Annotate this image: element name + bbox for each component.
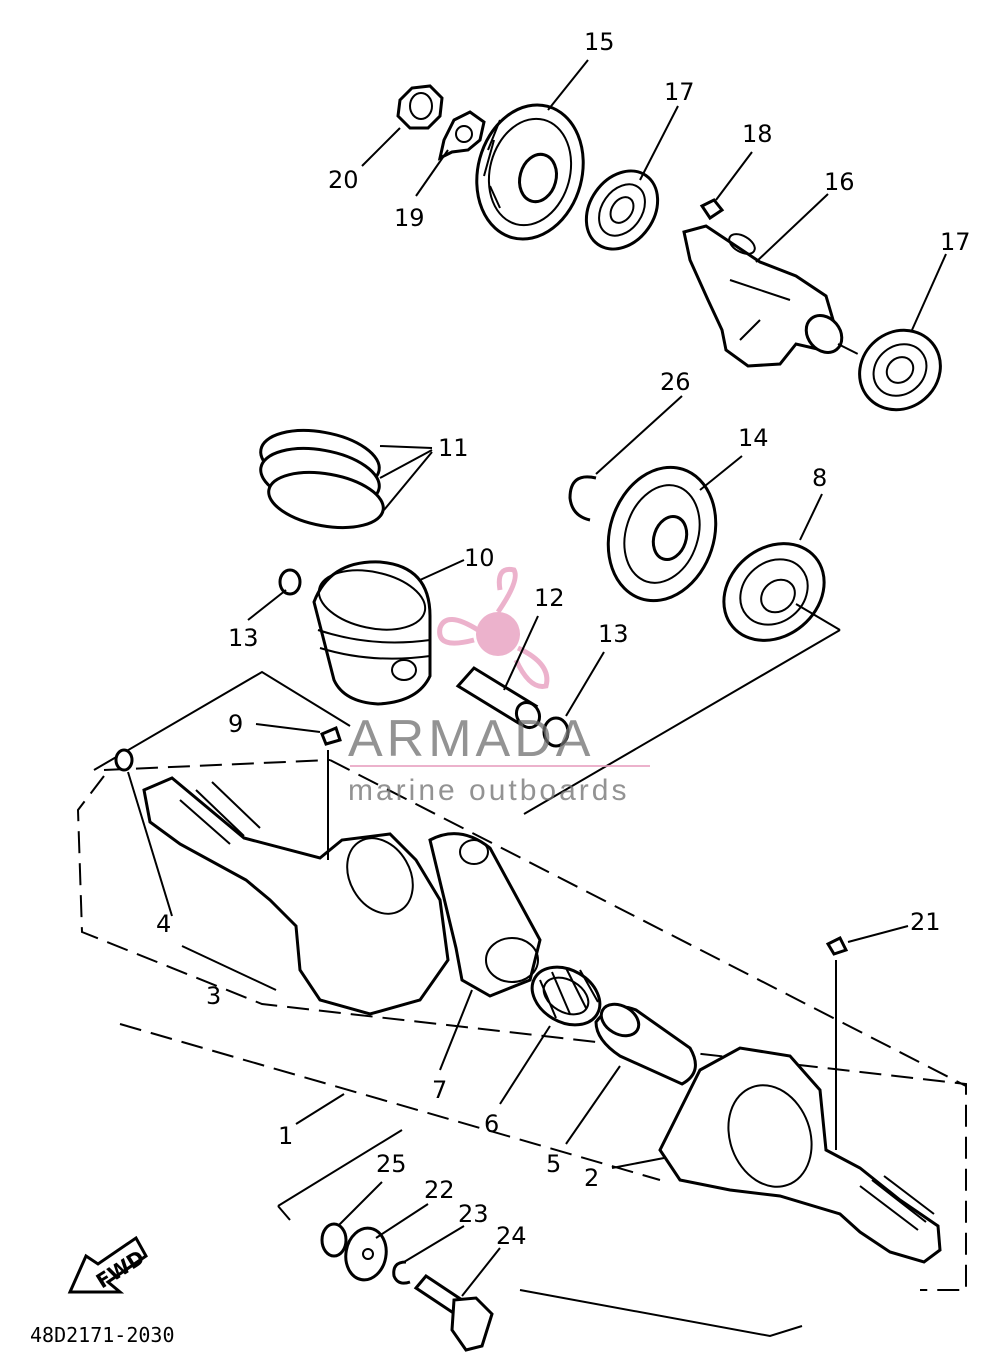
callout-9: 9 bbox=[228, 710, 243, 738]
part-5-crank-pin bbox=[594, 1002, 697, 1086]
callout-11: 11 bbox=[438, 434, 469, 462]
part-23-circlip bbox=[392, 1260, 411, 1285]
part-22-washer bbox=[344, 1226, 388, 1282]
callout-3: 3 bbox=[206, 982, 221, 1010]
part-8-bearing bbox=[722, 542, 826, 642]
callout-20: 20 bbox=[328, 166, 359, 194]
callout-4: 4 bbox=[156, 910, 171, 938]
part-3-crank-upper bbox=[142, 776, 450, 1016]
callout-labels: 1 2 3 4 5 6 7 8 9 10 11 12 13 13 14 15 1… bbox=[156, 28, 971, 1250]
callout-16: 16 bbox=[824, 168, 855, 196]
leader-lines bbox=[127, 59, 947, 1297]
part-15-gear bbox=[475, 103, 585, 241]
callout-6: 6 bbox=[484, 1110, 499, 1138]
part-6-needle-bearing bbox=[530, 965, 602, 1027]
part-16-drive-shaft bbox=[682, 224, 844, 368]
callout-7: 7 bbox=[432, 1076, 447, 1104]
callout-21: 21 bbox=[910, 908, 941, 936]
callout-18: 18 bbox=[742, 120, 773, 148]
callout-13-right: 13 bbox=[598, 620, 629, 648]
callout-22: 22 bbox=[424, 1176, 455, 1204]
callout-26: 26 bbox=[660, 368, 691, 396]
watermark-title: ARMADA bbox=[348, 710, 594, 768]
fwd-arrow-icon bbox=[67, 1235, 148, 1294]
part-17-bearing-upper bbox=[584, 169, 660, 251]
callout-25: 25 bbox=[376, 1150, 407, 1178]
part-4-washer bbox=[114, 748, 134, 772]
part-14-gear bbox=[606, 465, 718, 603]
callout-8: 8 bbox=[812, 464, 827, 492]
callout-15: 15 bbox=[584, 28, 615, 56]
callout-17-lower: 17 bbox=[940, 228, 971, 256]
part-25-o-ring bbox=[320, 1222, 348, 1258]
callout-19: 19 bbox=[394, 204, 425, 232]
watermark-subtitle: marine outboards bbox=[348, 774, 629, 807]
part-26-circlip bbox=[568, 475, 597, 522]
callout-2: 2 bbox=[584, 1164, 599, 1192]
part-11-piston-rings bbox=[259, 429, 385, 530]
part-7-connecting-rod bbox=[428, 832, 542, 998]
part-code: 48D2171-2030 bbox=[30, 1323, 175, 1347]
callout-14: 14 bbox=[738, 424, 769, 452]
part-13-clip-right bbox=[542, 716, 570, 748]
callout-24: 24 bbox=[496, 1222, 527, 1250]
armada-logo-icon bbox=[437, 566, 550, 689]
callout-12: 12 bbox=[534, 584, 565, 612]
callout-5: 5 bbox=[546, 1150, 561, 1178]
part-12-piston-pin bbox=[455, 666, 542, 730]
callout-23: 23 bbox=[458, 1200, 489, 1228]
part-10-piston bbox=[312, 560, 432, 706]
part-2-crank-lower bbox=[658, 1046, 942, 1264]
part-17-bearing-lower bbox=[858, 328, 942, 412]
part-21-key bbox=[825, 935, 849, 956]
part-9-key bbox=[320, 725, 342, 746]
callout-13-left: 13 bbox=[228, 624, 259, 652]
part-20-nut bbox=[396, 84, 444, 130]
callout-1: 1 bbox=[278, 1122, 293, 1150]
callout-17-upper: 17 bbox=[664, 78, 695, 106]
part-13-clip-left bbox=[278, 568, 302, 596]
callout-10: 10 bbox=[464, 544, 495, 572]
part-18-key bbox=[699, 198, 725, 221]
part-24-bolt bbox=[413, 1274, 494, 1352]
